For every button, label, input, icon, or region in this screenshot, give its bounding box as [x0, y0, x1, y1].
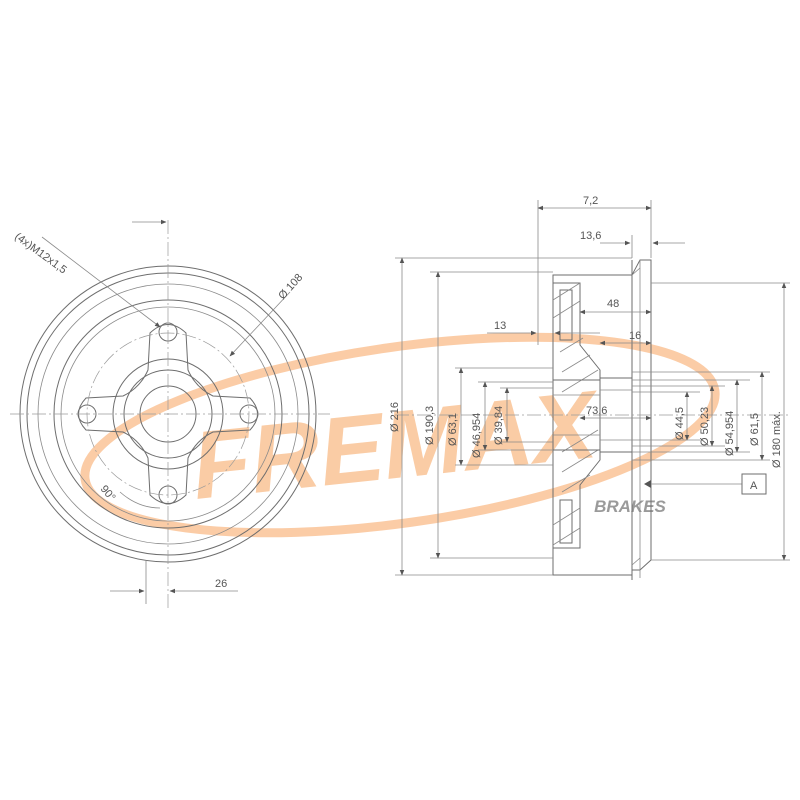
dim-d46-954: Ø 46,954 [471, 413, 483, 458]
dim-d63-1: Ø 63,1 [447, 413, 459, 446]
dim-73-6: 73,6 [586, 405, 607, 417]
dim-d50-23: Ø 50,23 [699, 407, 711, 446]
dim-13-6: 13,6 [580, 230, 601, 242]
datum-label: A [750, 480, 758, 492]
label-offset: 26 [215, 578, 227, 590]
dim-d54-954: Ø 54,954 [724, 411, 736, 456]
dim-d190-3: Ø 190,3 [424, 406, 436, 445]
watermark: FREMAX BRAKES [80, 332, 720, 538]
dim-d180-max: Ø 180 máx. [771, 411, 783, 468]
brand-subtitle: BRAKES [594, 497, 666, 516]
datum-box [741, 473, 767, 495]
dim-7-2: 7,2 [583, 195, 598, 207]
side-view: 7,2 13,6 48 13 16 73,6 Ø 216 Ø 190,3 Ø 6… [389, 195, 790, 580]
hub-flange [78, 324, 258, 504]
dim-d39-84: Ø 39,84 [493, 406, 505, 445]
dim-16: 16 [629, 330, 641, 342]
label-bolt-circle: Ø 108 [276, 272, 305, 302]
dim-d216: Ø 216 [389, 402, 401, 432]
front-view: (4x)M12x1,5 Ø 108 90° 26 [10, 219, 330, 610]
dim-48: 48 [607, 298, 619, 310]
dim-13: 13 [494, 320, 506, 332]
label-thread: (4x)M12x1,5 [12, 231, 69, 277]
dim-d44-5: Ø 44,5 [674, 407, 686, 440]
dim-d61-5: Ø 61,5 [749, 413, 761, 446]
section-hatch [552, 267, 641, 566]
watermark-swoosh [80, 332, 720, 538]
